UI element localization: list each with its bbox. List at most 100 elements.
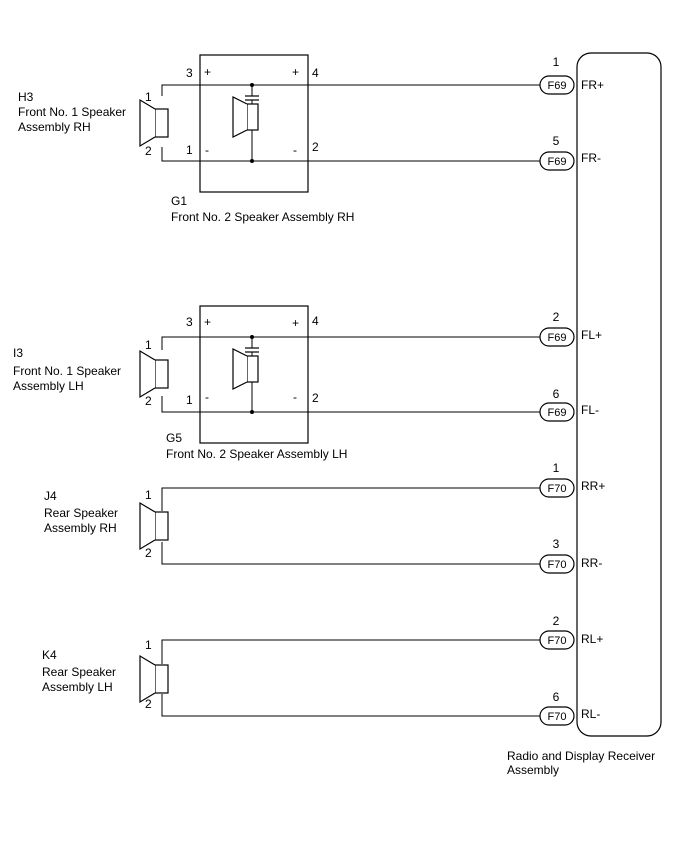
rear-rh-speaker-code: J4 bbox=[44, 489, 57, 503]
conn-connector: F70 bbox=[548, 711, 567, 723]
conn-signal: RR- bbox=[581, 556, 602, 570]
front-lh-speaker-name-line1: Front No. 1 Speaker bbox=[13, 364, 121, 378]
wire-rr-minus bbox=[161, 542, 540, 565]
front-rh-tweeter-code: G1 bbox=[171, 194, 187, 208]
rear-rh-speaker-icon bbox=[139, 502, 169, 550]
front-rh-tweeter-name: Front No. 2 Speaker Assembly RH bbox=[171, 210, 354, 224]
front-lh-tweeter-name: Front No. 2 Speaker Assembly LH bbox=[166, 447, 347, 461]
rear-lh-speaker-pin1: 1 bbox=[145, 638, 152, 652]
front-rh-box-plus-right: + bbox=[292, 65, 299, 79]
front-lh-group: I3 Front No. 1 Speaker Assembly LH 1 2 3… bbox=[13, 305, 540, 461]
front-rh-box-pin2: 2 bbox=[312, 140, 319, 154]
front-lh-speaker-pin1: 1 bbox=[145, 338, 152, 352]
rear-rh-speaker-pin1: 1 bbox=[145, 488, 152, 502]
front-lh-speaker-pin2: 2 bbox=[145, 394, 152, 408]
conn-signal: FL- bbox=[581, 403, 599, 417]
wire-fr-minus bbox=[161, 147, 540, 162]
rear-lh-speaker-pin2: 2 bbox=[145, 697, 152, 711]
conn-0: 1 F69 FR+ bbox=[539, 55, 604, 95]
wire-fl-plus bbox=[161, 336, 540, 350]
front-rh-box-pin3: 3 bbox=[186, 66, 193, 80]
conn-pin: 5 bbox=[553, 134, 560, 148]
conn-1: 5 F69 FR- bbox=[539, 134, 601, 171]
rear-rh-speaker-name-line2: Assembly RH bbox=[44, 521, 117, 535]
rear-rh-speaker-name-line1: Rear Speaker bbox=[44, 506, 118, 520]
front-lh-speaker-name-line2: Assembly LH bbox=[13, 379, 84, 393]
conn-connector: F69 bbox=[548, 332, 567, 344]
front-lh-tweeter-code: G5 bbox=[166, 431, 182, 445]
front-rh-speaker-icon bbox=[139, 99, 169, 147]
front-rh-box-pin4: 4 bbox=[312, 66, 319, 80]
front-rh-speaker-pin2: 2 bbox=[145, 144, 152, 158]
rear-lh-group: K4 Rear Speaker Assembly LH 1 2 bbox=[42, 638, 540, 717]
front-rh-speaker-pin1: 1 bbox=[145, 90, 152, 104]
conn-signal: FL+ bbox=[581, 328, 602, 342]
conn-pin: 2 bbox=[553, 614, 560, 628]
front-rh-tweeter-icon bbox=[232, 84, 260, 154]
wire-rl-minus bbox=[161, 694, 540, 717]
front-rh-box-plus-left: + bbox=[204, 65, 211, 79]
connector-oval bbox=[539, 706, 575, 726]
conn-pin: 2 bbox=[553, 310, 560, 324]
front-lh-box-plus-left: + bbox=[204, 315, 211, 329]
conn-pin: 6 bbox=[553, 387, 560, 401]
conn-7: 6 F70 RL- bbox=[539, 690, 600, 726]
connector-oval bbox=[539, 478, 575, 498]
rear-lh-speaker-name-line1: Rear Speaker bbox=[42, 665, 116, 679]
conn-6: 2 F70 RL+ bbox=[539, 614, 603, 650]
conn-connector: F69 bbox=[548, 156, 567, 168]
connector-oval bbox=[539, 554, 575, 574]
rear-lh-speaker-name-line2: Assembly LH bbox=[42, 680, 113, 694]
conn-connector: F69 bbox=[548, 407, 567, 419]
front-rh-box-minus-left: - bbox=[205, 143, 209, 157]
wire-rr-plus bbox=[161, 487, 540, 511]
conn-pin: 1 bbox=[553, 55, 560, 69]
front-lh-box-pin1: 1 bbox=[186, 393, 193, 407]
front-lh-box-pin2: 2 bbox=[312, 391, 319, 405]
front-rh-box-minus-right: - bbox=[293, 143, 297, 157]
conn-4: 1 F70 RR+ bbox=[539, 461, 605, 498]
conn-connector: F69 bbox=[548, 80, 567, 92]
rear-rh-speaker-pin2: 2 bbox=[145, 546, 152, 560]
connector-oval bbox=[539, 630, 575, 650]
front-lh-speaker-code: I3 bbox=[13, 346, 23, 360]
front-lh-tweeter-icon bbox=[232, 336, 260, 406]
conn-signal: FR+ bbox=[581, 78, 604, 92]
conn-signal: RL- bbox=[581, 707, 600, 721]
front-lh-tweeter-box bbox=[199, 305, 309, 444]
connector-oval bbox=[539, 151, 575, 171]
conn-signal: RL+ bbox=[581, 632, 603, 646]
conn-3: 6 F69 FL- bbox=[539, 387, 599, 422]
front-lh-box-minus-left: - bbox=[205, 390, 209, 404]
wire-fr-plus bbox=[161, 84, 540, 96]
front-lh-speaker-icon bbox=[139, 350, 169, 398]
front-rh-box-pin1: 1 bbox=[186, 143, 193, 157]
receiver-label-line2: Assembly bbox=[507, 763, 559, 777]
conn-signal: FR- bbox=[581, 151, 601, 165]
connector-oval bbox=[539, 402, 575, 422]
receiver-label-line1: Radio and Display Receiver bbox=[507, 749, 655, 763]
front-rh-speaker-name-line1: Front No. 1 Speaker bbox=[18, 105, 126, 119]
conn-5: 3 F70 RR- bbox=[539, 537, 602, 574]
front-rh-group: H3 Front No. 1 Speaker Assembly RH 1 2 3… bbox=[18, 54, 540, 224]
conn-2: 2 F69 FL+ bbox=[539, 310, 602, 347]
conn-signal: RR+ bbox=[581, 479, 605, 493]
wire-fl-minus bbox=[161, 396, 540, 413]
front-lh-box-plus-right: + bbox=[292, 316, 299, 330]
rear-lh-speaker-code: K4 bbox=[42, 648, 57, 662]
conn-connector: F70 bbox=[548, 559, 567, 571]
front-rh-speaker-name-line2: Assembly RH bbox=[18, 120, 91, 134]
conn-pin: 3 bbox=[553, 537, 560, 551]
front-lh-box-pin3: 3 bbox=[186, 315, 193, 329]
conn-pin: 6 bbox=[553, 690, 560, 704]
rear-lh-speaker-icon bbox=[139, 655, 169, 703]
conn-connector: F70 bbox=[548, 483, 567, 495]
front-rh-tweeter-box bbox=[199, 54, 309, 193]
connector-oval bbox=[539, 327, 575, 347]
front-lh-box-minus-right: - bbox=[293, 390, 297, 404]
front-rh-speaker-code: H3 bbox=[18, 90, 34, 104]
connector-oval bbox=[539, 75, 575, 95]
receiver-box bbox=[576, 52, 662, 737]
wire-rl-plus bbox=[161, 639, 540, 664]
